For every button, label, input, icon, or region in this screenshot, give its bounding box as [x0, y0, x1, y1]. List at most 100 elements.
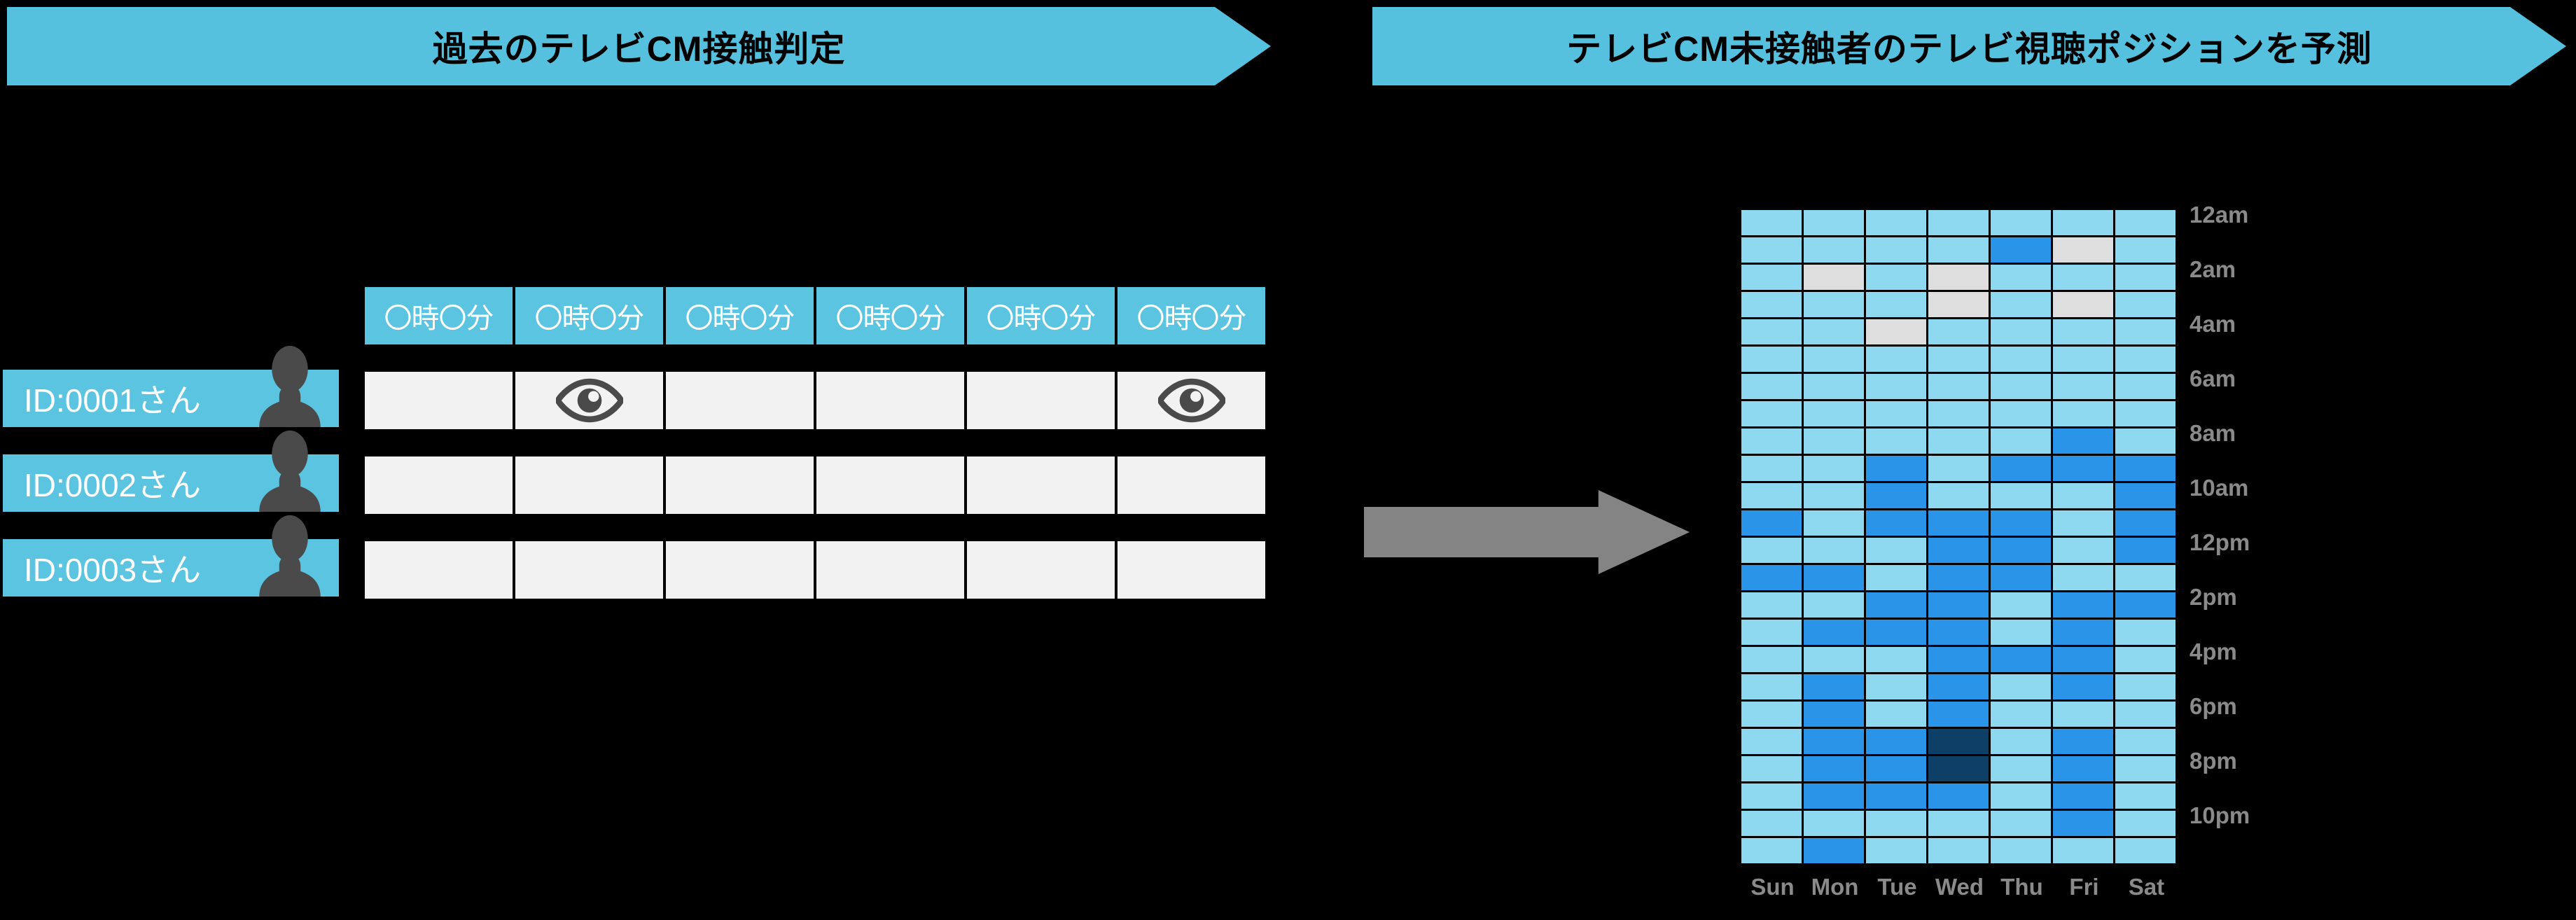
heatmap-cell[interactable]	[1928, 265, 1989, 290]
heatmap-cell[interactable]	[1928, 510, 1989, 536]
user-id-row[interactable]: ID:0003さん	[3, 515, 339, 597]
heatmap-cell[interactable]	[1866, 729, 1926, 754]
heatmap-cell[interactable]	[1866, 811, 1926, 836]
heatmap-cell[interactable]	[1741, 374, 1802, 399]
heatmap-cell[interactable]	[1928, 565, 1989, 590]
heatmap-cell[interactable]	[1741, 620, 1802, 645]
heatmap-cell[interactable]	[1741, 292, 1802, 317]
heatmap-cell[interactable]	[1866, 538, 1926, 563]
table-cell-empty[interactable]	[1118, 541, 1265, 599]
heatmap-cell[interactable]	[1866, 374, 1926, 399]
heatmap-cell[interactable]	[1804, 483, 1864, 508]
heatmap-cell[interactable]	[1928, 374, 1989, 399]
heatmap-cell[interactable]	[1991, 647, 2051, 672]
heatmap-cell[interactable]	[1804, 838, 1864, 863]
heatmap-cell[interactable]	[1991, 592, 2051, 618]
heatmap-cell[interactable]	[1804, 592, 1864, 618]
heatmap-cell[interactable]	[1804, 265, 1864, 290]
table-cell-empty[interactable]	[515, 541, 663, 599]
heatmap-cell[interactable]	[1741, 210, 1802, 235]
heatmap-cell[interactable]	[1804, 374, 1864, 399]
heatmap-cell[interactable]	[1928, 292, 1989, 317]
heatmap-cell[interactable]	[1804, 319, 1864, 344]
heatmap-cell[interactable]	[1804, 401, 1864, 426]
heatmap-cell[interactable]	[1991, 428, 2051, 454]
heatmap-cell[interactable]	[1928, 319, 1989, 344]
heatmap-cell[interactable]	[1741, 811, 1802, 836]
heatmap-cell[interactable]	[1866, 292, 1926, 317]
heatmap-cell[interactable]	[2115, 538, 2175, 563]
heatmap-cell[interactable]	[2053, 592, 2113, 618]
table-cell-empty[interactable]	[515, 456, 663, 514]
heatmap-cell[interactable]	[1866, 483, 1926, 508]
heatmap-cell[interactable]	[2053, 538, 2113, 563]
heatmap-cell[interactable]	[2115, 483, 2175, 508]
heatmap-cell[interactable]	[1741, 510, 1802, 536]
table-cell-empty[interactable]	[666, 456, 814, 514]
heatmap-cell[interactable]	[1741, 702, 1802, 727]
heatmap-cell[interactable]	[2053, 838, 2113, 863]
heatmap-cell[interactable]	[1928, 702, 1989, 727]
heatmap-cell[interactable]	[1741, 838, 1802, 863]
heatmap-cell[interactable]	[1866, 647, 1926, 672]
heatmap-cell[interactable]	[1741, 674, 1802, 699]
heatmap-cell[interactable]	[1866, 210, 1926, 235]
heatmap-cell[interactable]	[2053, 347, 2113, 372]
heatmap-cell[interactable]	[1991, 210, 2051, 235]
heatmap-cell[interactable]	[1741, 647, 1802, 672]
user-id-row[interactable]: ID:0002さん	[3, 430, 339, 512]
heatmap-cell[interactable]	[2115, 319, 2175, 344]
heatmap-cell[interactable]	[1866, 702, 1926, 727]
heatmap-cell[interactable]	[2053, 702, 2113, 727]
heatmap-cell[interactable]	[1741, 428, 1802, 454]
heatmap-cell[interactable]	[1804, 292, 1864, 317]
heatmap-cell[interactable]	[1991, 456, 2051, 481]
heatmap-cell[interactable]	[1928, 538, 1989, 563]
heatmap-cell[interactable]	[1804, 210, 1864, 235]
heatmap-cell[interactable]	[2115, 401, 2175, 426]
table-cell-empty[interactable]	[365, 456, 513, 514]
heatmap-cell[interactable]	[1991, 674, 2051, 699]
heatmap-cell[interactable]	[1991, 292, 2051, 317]
table-cell-empty[interactable]	[816, 372, 964, 429]
heatmap-cell[interactable]	[1866, 319, 1926, 344]
heatmap-cell[interactable]	[2115, 347, 2175, 372]
heatmap-cell[interactable]	[2115, 811, 2175, 836]
heatmap-cell[interactable]	[2115, 565, 2175, 590]
heatmap-cell[interactable]	[2115, 210, 2175, 235]
heatmap-cell[interactable]	[1804, 783, 1864, 809]
heatmap-cell[interactable]	[1741, 565, 1802, 590]
heatmap-cell[interactable]	[2115, 620, 2175, 645]
heatmap-cell[interactable]	[1991, 374, 2051, 399]
heatmap-cell[interactable]	[1866, 565, 1926, 590]
heatmap-cell[interactable]	[2115, 729, 2175, 754]
heatmap-cell[interactable]	[2053, 647, 2113, 672]
heatmap-cell[interactable]	[1866, 265, 1926, 290]
heatmap-cell[interactable]	[1991, 265, 2051, 290]
heatmap-cell[interactable]	[2053, 565, 2113, 590]
heatmap-cell[interactable]	[1928, 210, 1989, 235]
heatmap-cell[interactable]	[1991, 756, 2051, 781]
heatmap-cell[interactable]	[2115, 674, 2175, 699]
heatmap-cell[interactable]	[1741, 401, 1802, 426]
heatmap-cell[interactable]	[1804, 756, 1864, 781]
heatmap-cell[interactable]	[2053, 729, 2113, 754]
heatmap-cell[interactable]	[1804, 729, 1864, 754]
heatmap-cell[interactable]	[1928, 592, 1989, 618]
heatmap-cell[interactable]	[1741, 538, 1802, 563]
heatmap-cell[interactable]	[1804, 347, 1864, 372]
heatmap-cell[interactable]	[2053, 674, 2113, 699]
heatmap-cell[interactable]	[2053, 620, 2113, 645]
heatmap-cell[interactable]	[1804, 620, 1864, 645]
heatmap-cell[interactable]	[2115, 510, 2175, 536]
heatmap-cell[interactable]	[1866, 674, 1926, 699]
heatmap-cell[interactable]	[1991, 510, 2051, 536]
heatmap-cell[interactable]	[1866, 347, 1926, 372]
heatmap-cell[interactable]	[1991, 483, 2051, 508]
heatmap-cell[interactable]	[2115, 592, 2175, 618]
heatmap-cell[interactable]	[1741, 729, 1802, 754]
heatmap-cell[interactable]	[1804, 565, 1864, 590]
heatmap-cell[interactable]	[1741, 347, 1802, 372]
heatmap-cell[interactable]	[2115, 265, 2175, 290]
heatmap-cell[interactable]	[1991, 538, 2051, 563]
